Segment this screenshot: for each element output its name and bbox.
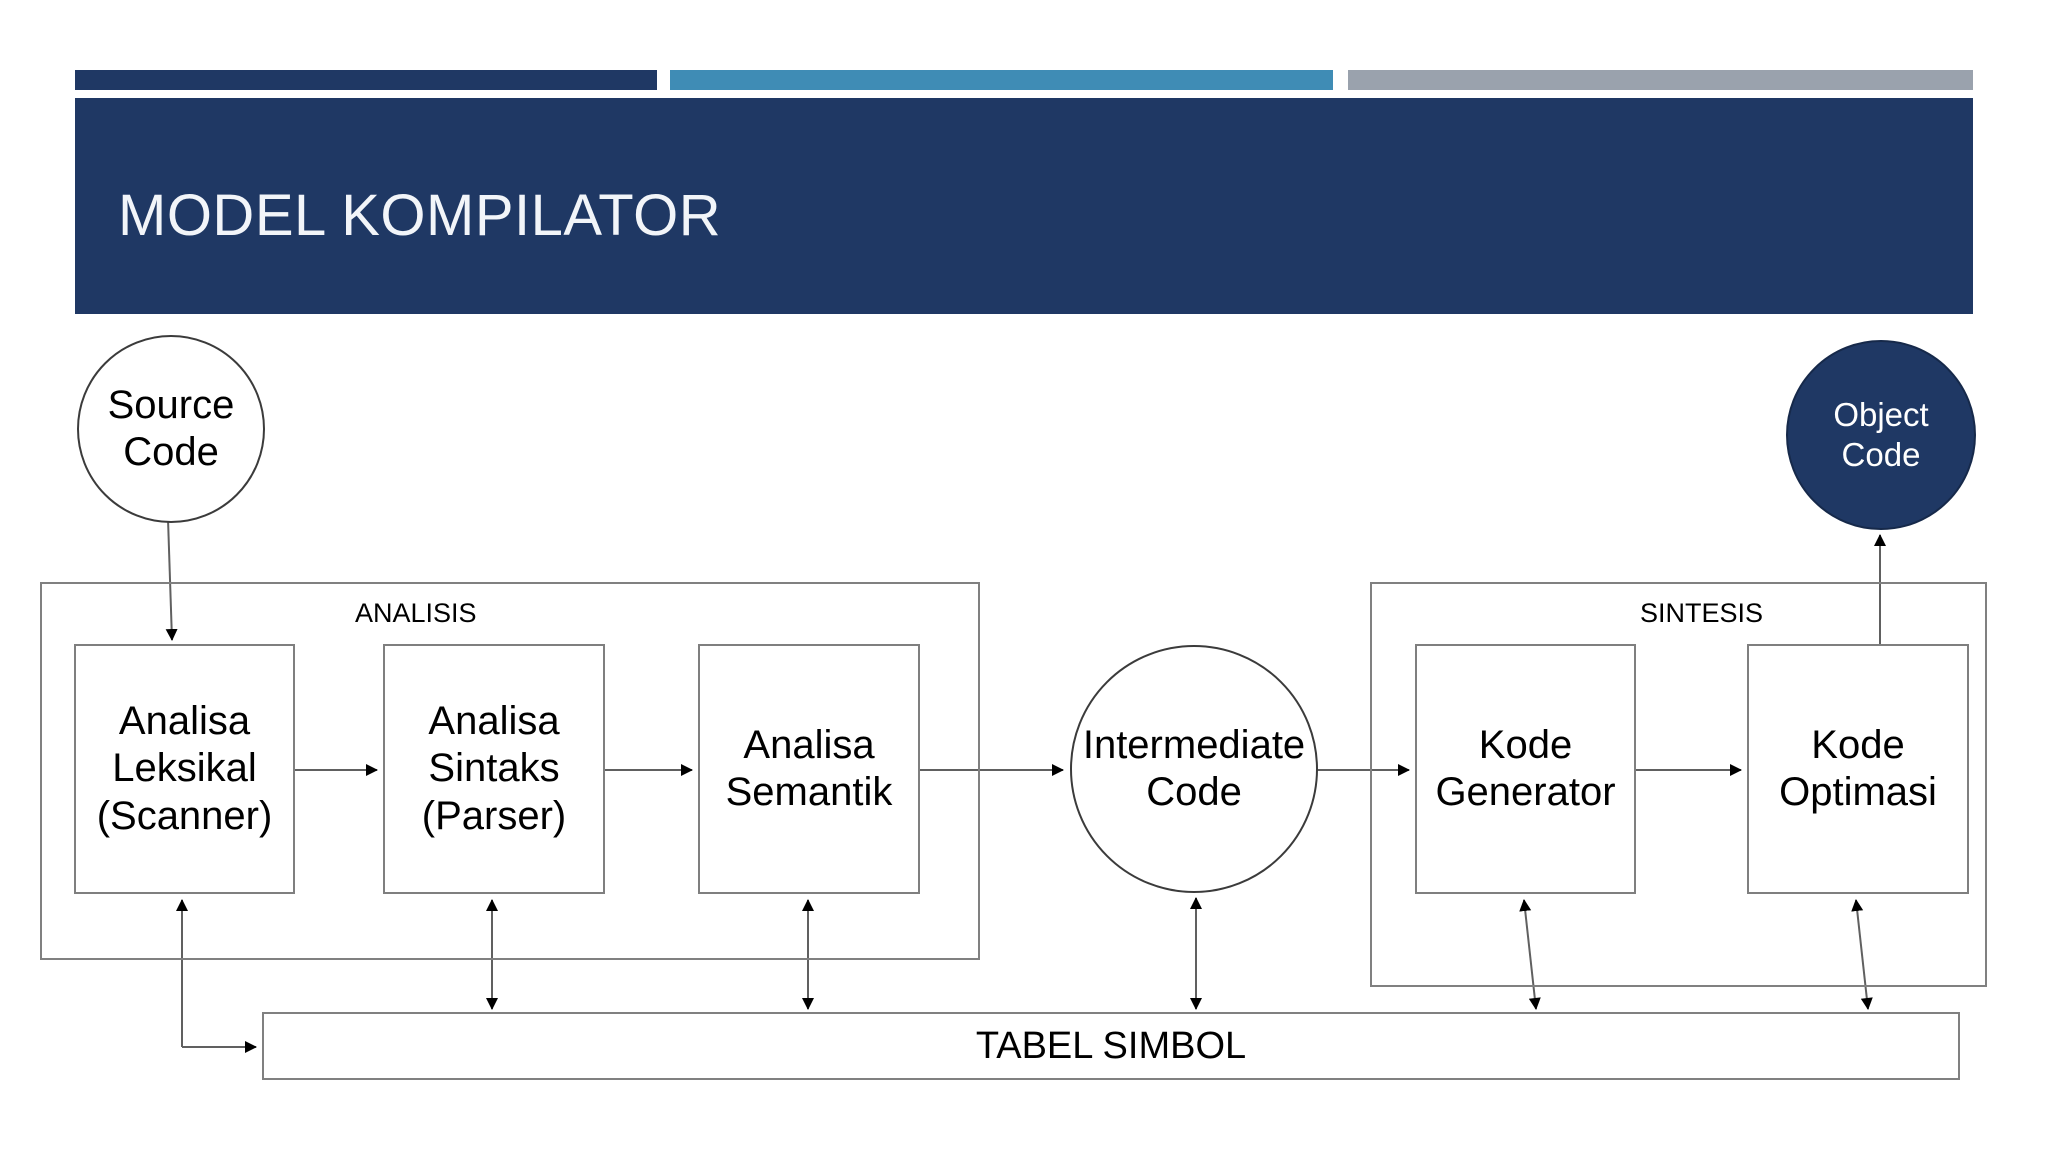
group-label-sintesis: SINTESIS xyxy=(1640,598,1764,628)
analisa-semantik-line2: Semantik xyxy=(725,770,893,814)
source-code-line1: Source xyxy=(107,382,235,427)
node-analisa-semantik[interactable]: Analisa Semantik xyxy=(698,644,920,894)
kode-generator-line1: Kode xyxy=(1478,722,1573,767)
kode-optimasi-line1: Kode xyxy=(1811,722,1905,767)
node-intermediate-code[interactable]: Intermediate Code xyxy=(1070,645,1318,893)
source-code-line2: Code xyxy=(123,430,219,474)
node-tabel-simbol[interactable]: TABEL SIMBOL xyxy=(262,1012,1960,1080)
node-kode-optimasi[interactable]: Kode Optimasi xyxy=(1747,644,1969,894)
analisa-sintaks-line1: Analisa xyxy=(428,699,560,744)
analisa-sintaks-line2: Sintaks xyxy=(428,746,560,791)
object-code-line1: Object xyxy=(1833,396,1929,434)
node-kode-generator[interactable]: Kode Generator xyxy=(1415,644,1636,894)
analisa-sintaks-line3: (Parser) xyxy=(421,793,567,838)
node-analisa-sintaks[interactable]: Analisa Sintaks (Parser) xyxy=(383,644,605,894)
accent-bar-dark-navy xyxy=(75,70,657,90)
object-code-line2: Code xyxy=(1841,436,1921,473)
group-sintesis xyxy=(1370,582,1987,987)
title-banner: MODEL KOMPILATOR xyxy=(75,98,1973,314)
intermediate-code-line1: Intermediate xyxy=(1082,722,1306,767)
kode-generator-line2: Generator xyxy=(1435,770,1616,814)
analisa-leksikal-line3: (Scanner) xyxy=(96,793,273,838)
kode-optimasi-line2: Optimasi xyxy=(1779,770,1937,814)
tabel-simbol-label: TABEL SIMBOL xyxy=(975,1024,1247,1067)
group-analisis xyxy=(40,582,980,960)
accent-bar-medium-blue xyxy=(670,70,1333,90)
intermediate-code-line2: Code xyxy=(1146,770,1242,814)
accent-bar-gray xyxy=(1348,70,1973,90)
page-title: MODEL KOMPILATOR xyxy=(118,183,722,248)
node-object-code[interactable]: Object Code xyxy=(1786,340,1976,530)
node-source-code[interactable]: Source Code xyxy=(77,335,265,523)
analisa-semantik-line1: Analisa xyxy=(743,722,875,767)
slide-accent-bars xyxy=(0,0,2048,90)
node-analisa-leksikal[interactable]: Analisa Leksikal (Scanner) xyxy=(74,644,295,894)
group-label-analisis: ANALISIS xyxy=(355,598,477,628)
analisa-leksikal-line2: Leksikal xyxy=(112,746,257,791)
analisa-leksikal-line1: Analisa xyxy=(118,699,251,744)
